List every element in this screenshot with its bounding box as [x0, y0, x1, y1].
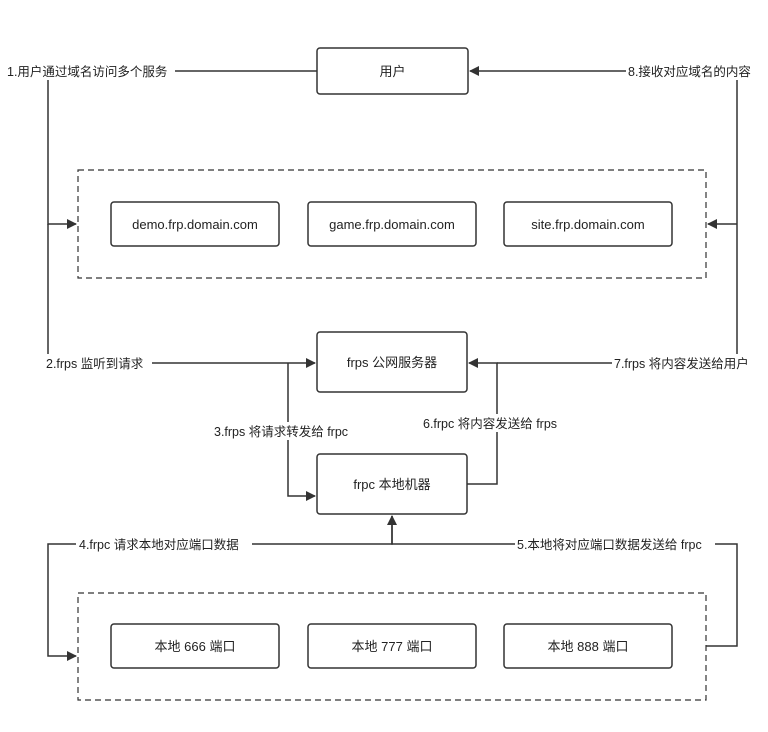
- frps-server-node: frps 公网服务器: [316, 331, 468, 393]
- frps-server-label: frps 公网服务器: [347, 355, 437, 370]
- site-domain-node: site.frp.domain.com: [503, 201, 673, 247]
- port-888-label: 本地 888 端口: [548, 639, 629, 654]
- port-666-label: 本地 666 端口: [155, 639, 236, 654]
- port-777-node: 本地 777 端口: [307, 623, 477, 669]
- step6-label: 6.frpc 将内容发送给 frps: [423, 416, 557, 431]
- step8-connector: [469, 66, 738, 224]
- domain-group-container: [77, 169, 707, 279]
- frpc-machine-node: frpc 本地机器: [316, 453, 468, 515]
- site-domain-label: site.frp.domain.com: [531, 217, 644, 232]
- step1-connector: [47, 70, 317, 229]
- port-777-label: 本地 777 端口: [352, 639, 433, 654]
- port-666-node: 本地 666 端口: [110, 623, 280, 669]
- user-node: 用户: [316, 47, 469, 95]
- user-label: 用户: [379, 64, 405, 79]
- game-domain-node: game.frp.domain.com: [307, 201, 477, 247]
- step2-label: 2.frps 监听到请求: [46, 357, 144, 371]
- demo-domain-node: demo.frp.domain.com: [110, 201, 280, 247]
- step8-label: 8.接收对应域名的内容: [628, 64, 751, 79]
- frpc-machine-label: frpc 本地机器: [353, 477, 430, 492]
- demo-domain-label: demo.frp.domain.com: [132, 217, 258, 232]
- step5-connector: [387, 515, 738, 647]
- port-888-node: 本地 888 端口: [503, 623, 673, 669]
- step5-label: 5.本地将对应端口数据发送给 frpc: [517, 537, 702, 552]
- step7-label: 7.frps 将内容发送给用户: [614, 356, 749, 371]
- game-domain-label: game.frp.domain.com: [329, 217, 455, 232]
- step1-label: 1.用户通过域名访问多个服务: [7, 64, 167, 79]
- step3-label: 3.frps 将请求转发给 frpc: [214, 424, 348, 439]
- step3-connector: [287, 363, 316, 501]
- step4-label: 4.frpc 请求本地对应端口数据: [79, 537, 239, 552]
